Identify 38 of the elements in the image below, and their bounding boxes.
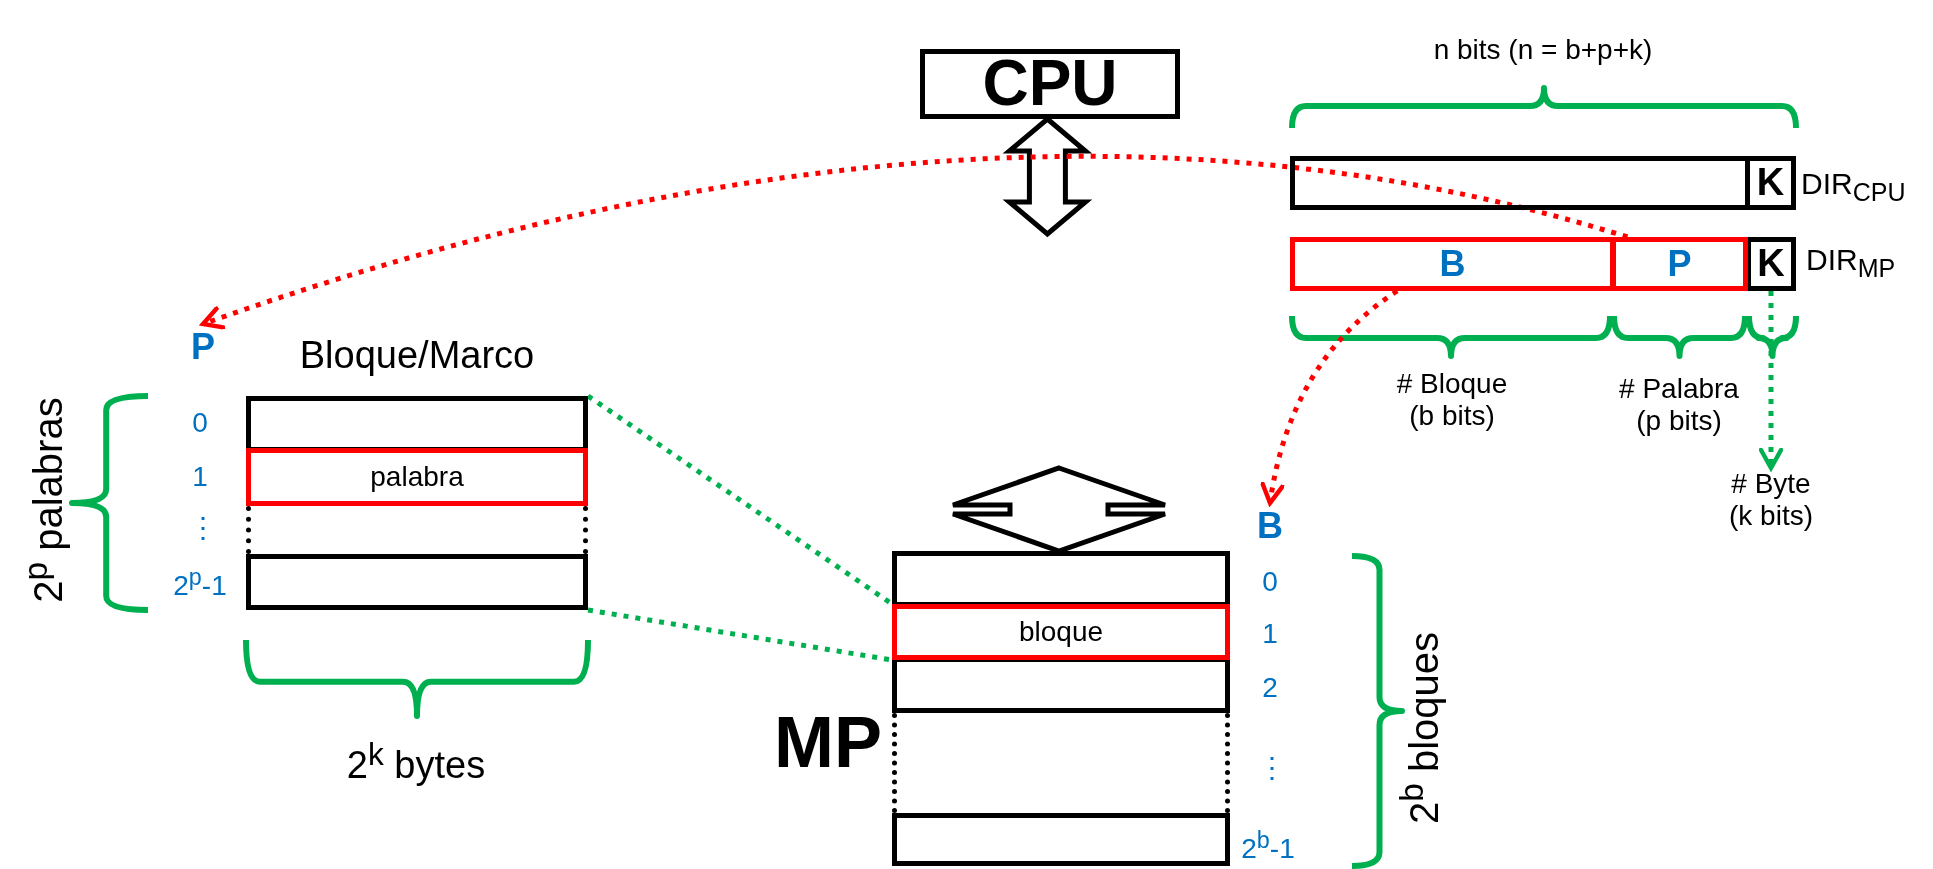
cpu-box: [920, 49, 1180, 119]
cpu-label: CPU: [982, 47, 1118, 121]
caption-text: # Byte (k bits): [1728, 468, 1814, 533]
dimension-label: n bits (n = b+p+k): [1433, 33, 1653, 67]
index-number: ⋮: [1258, 751, 1286, 785]
memory-row: [246, 448, 588, 506]
memory-row: [246, 554, 588, 610]
arrow: [1260, 288, 1399, 506]
memory-row: [892, 657, 1230, 713]
double-arrow: [950, 465, 1168, 554]
memory-row: [892, 551, 1230, 607]
field-caption: # Bloque (b bits): [1395, 367, 1509, 433]
memory-title: MP: [774, 701, 882, 784]
field-letter: P: [1667, 243, 1692, 285]
index-number: 0: [192, 406, 208, 440]
row-label: bloque: [1018, 615, 1104, 649]
row-label: palabra: [370, 460, 464, 494]
index-number: 2: [1262, 671, 1278, 705]
index-number: 2$^{p}$-1: [173, 563, 227, 603]
size-label: 2$^{k}$ bytes: [346, 735, 486, 789]
index-letter: B: [1257, 505, 1283, 547]
index-number: 2$^{b}$-1: [1241, 826, 1295, 866]
index-number: ⋮: [189, 511, 217, 545]
index-number: 1: [1262, 617, 1278, 651]
field-letter: K: [1756, 161, 1785, 205]
register-name: DIR$_{CPU}$: [1801, 167, 1906, 207]
field-letter: K: [1757, 242, 1785, 286]
register-field: [1746, 237, 1796, 291]
index-number: 0: [1262, 565, 1278, 599]
memory-row: [892, 813, 1230, 866]
field-caption: # Palabra (p bits): [1618, 372, 1740, 438]
register-name: DIR$_{MP}$: [1806, 243, 1896, 283]
block-title: Bloque/Marco: [298, 334, 536, 378]
memory-row: [892, 604, 1230, 660]
index-letter: P: [191, 326, 215, 368]
index-number: 1: [192, 460, 208, 494]
arrow: [1758, 291, 1784, 471]
field-letter: B: [1439, 243, 1466, 285]
